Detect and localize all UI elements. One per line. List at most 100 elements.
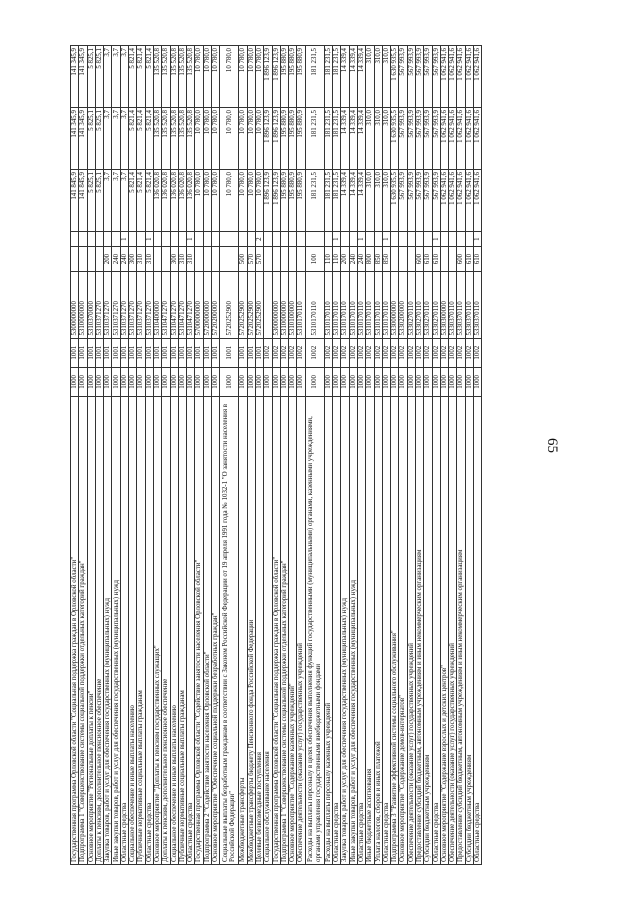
cell-amount-1: 5 821,4 <box>128 169 137 232</box>
cell-amount-3: 195 880,9 <box>280 45 289 108</box>
cell-amount-2: 10 780,0 <box>219 107 239 170</box>
table-row: Государственная программа Орловской обла… <box>272 45 281 865</box>
cell-source-code <box>238 231 248 247</box>
cell-source-code <box>203 231 212 247</box>
cell-name: Областные средства <box>357 396 366 865</box>
cell-target-article: 5310400000 <box>153 271 162 339</box>
cell-amount-2: 1 062 941,6 <box>448 107 457 170</box>
cell-subsection: 1002 <box>280 338 289 368</box>
cell-amount-2: 1 062 941,6 <box>465 107 474 170</box>
cell-amount-2: 5 825,1 <box>95 107 104 170</box>
cell-amount-3: 5 821,4 <box>145 45 154 108</box>
cell-target-article: 5330270110 <box>407 271 416 339</box>
cell-amount-3: 141 345,9 <box>70 45 79 108</box>
cell-section: 1000 <box>465 367 474 397</box>
table-row: Доплаты к пенсиям, дополнительное пенсио… <box>161 45 171 865</box>
cell-amount-3: 135 520,8 <box>170 45 179 108</box>
cell-subsection: 1002 <box>398 338 408 368</box>
cell-amount-2: 567 993,9 <box>407 107 416 170</box>
cell-amount-3: 3,7 <box>120 45 129 108</box>
cell-expense-type <box>161 246 171 272</box>
cell-expense-type <box>440 246 449 272</box>
cell-section: 1000 <box>194 367 204 397</box>
cell-target-article: 5310370000 <box>87 271 96 339</box>
cell-name: Областные средства <box>432 396 441 865</box>
cell-source-code <box>128 231 137 247</box>
budget-table: Государственная программа Орловской обла… <box>70 45 482 865</box>
cell-source-code <box>296 231 306 247</box>
cell-expense-type: 310 <box>186 246 195 272</box>
cell-amount-3: 135 520,8 <box>178 45 187 108</box>
cell-section: 1000 <box>161 367 171 397</box>
cell-section: 1000 <box>456 367 466 397</box>
cell-amount-1: 1 062 941,6 <box>465 169 474 232</box>
cell-expense-type <box>194 246 204 272</box>
cell-amount-2: 5 821,4 <box>145 107 154 170</box>
cell-amount-1: 181 231,5 <box>305 169 325 232</box>
cell-amount-1: 10 780,0 <box>247 169 256 232</box>
cell-name: Иные бюджетные ассигнования <box>365 396 374 865</box>
cell-subsection: 1001 <box>178 338 187 368</box>
cell-amount-3: 10 780,0 <box>247 45 256 108</box>
cell-subsection: 1001 <box>78 338 88 368</box>
cell-amount-1: 10 780,0 <box>211 169 220 232</box>
cell-amount-2: 10 780,0 <box>194 107 204 170</box>
cell-amount-3: 5 821,4 <box>136 45 146 108</box>
cell-expense-type: 110 <box>324 246 333 272</box>
cell-section: 1000 <box>365 367 374 397</box>
cell-target-article: 5310170110 <box>296 271 306 339</box>
cell-target-article: 5310170110 <box>332 271 341 339</box>
table-row: Социальное обеспечение и иные выплаты на… <box>170 45 179 865</box>
cell-amount-2: 1 062 941,6 <box>456 107 466 170</box>
cell-amount-2: 181 231,5 <box>324 107 333 170</box>
cell-amount-2: 310,0 <box>382 107 391 170</box>
cell-source-code <box>263 231 273 247</box>
cell-source-code <box>340 231 350 247</box>
cell-section: 1000 <box>296 367 306 397</box>
cell-subsection: 1002 <box>423 338 433 368</box>
cell-expense-type: 610 <box>432 246 441 272</box>
cell-section: 1000 <box>255 367 264 397</box>
cell-amount-3: 5 825,1 <box>95 45 104 108</box>
cell-section: 1000 <box>432 367 441 397</box>
cell-target-article: 5310471270 <box>178 271 187 339</box>
cell-name: Областные средства <box>186 396 195 865</box>
cell-amount-2: 135 520,8 <box>170 107 179 170</box>
cell-target-article: 5310170110 <box>324 271 333 339</box>
cell-subsection: 1001 <box>161 338 171 368</box>
cell-amount-1: 136 020,8 <box>186 169 195 232</box>
cell-target-article: 5310170110 <box>374 271 383 339</box>
cell-amount-2: 1 062 941,6 <box>473 107 482 170</box>
cell-expense-type <box>272 246 281 272</box>
table-row: Основное мероприятие "Доплаты к пенсиям … <box>153 45 162 865</box>
cell-section: 1000 <box>263 367 273 397</box>
cell-amount-3: 310,0 <box>365 45 374 108</box>
cell-name: Основное мероприятие "Содержание домов-и… <box>398 396 408 865</box>
cell-amount-3: 1 630 935,5 <box>390 45 399 108</box>
cell-expense-type <box>390 246 399 272</box>
cell-name: Социальные выплаты безработным гражданам… <box>219 396 239 865</box>
cell-name: Государственная программа Орловской обла… <box>272 396 281 865</box>
cell-amount-2: 567 993,9 <box>398 107 408 170</box>
cell-source-code <box>415 231 424 247</box>
cell-amount-2: 5 825,1 <box>87 107 96 170</box>
cell-amount-3: 195 880,9 <box>296 45 306 108</box>
budget-table-body: Государственная программа Орловской обла… <box>70 45 482 865</box>
cell-source-code <box>247 231 256 247</box>
cell-section: 1000 <box>448 367 457 397</box>
cell-amount-2: 1 896 123,9 <box>272 107 281 170</box>
cell-amount-1: 14 339,4 <box>349 169 358 232</box>
cell-expense-type <box>153 246 162 272</box>
cell-expense-type: 610 <box>465 246 474 272</box>
table-row: Государственная программа Орловской обла… <box>70 45 79 865</box>
cell-subsection: 1001 <box>136 338 146 368</box>
cell-amount-2: 1 630 935,5 <box>390 107 399 170</box>
cell-amount-3: 181 231,5 <box>332 45 341 108</box>
table-row: Подпрограмма 1 "Совершенствование систем… <box>78 45 88 865</box>
cell-expense-type: 850 <box>374 246 383 272</box>
cell-subsection: 1001 <box>153 338 162 368</box>
